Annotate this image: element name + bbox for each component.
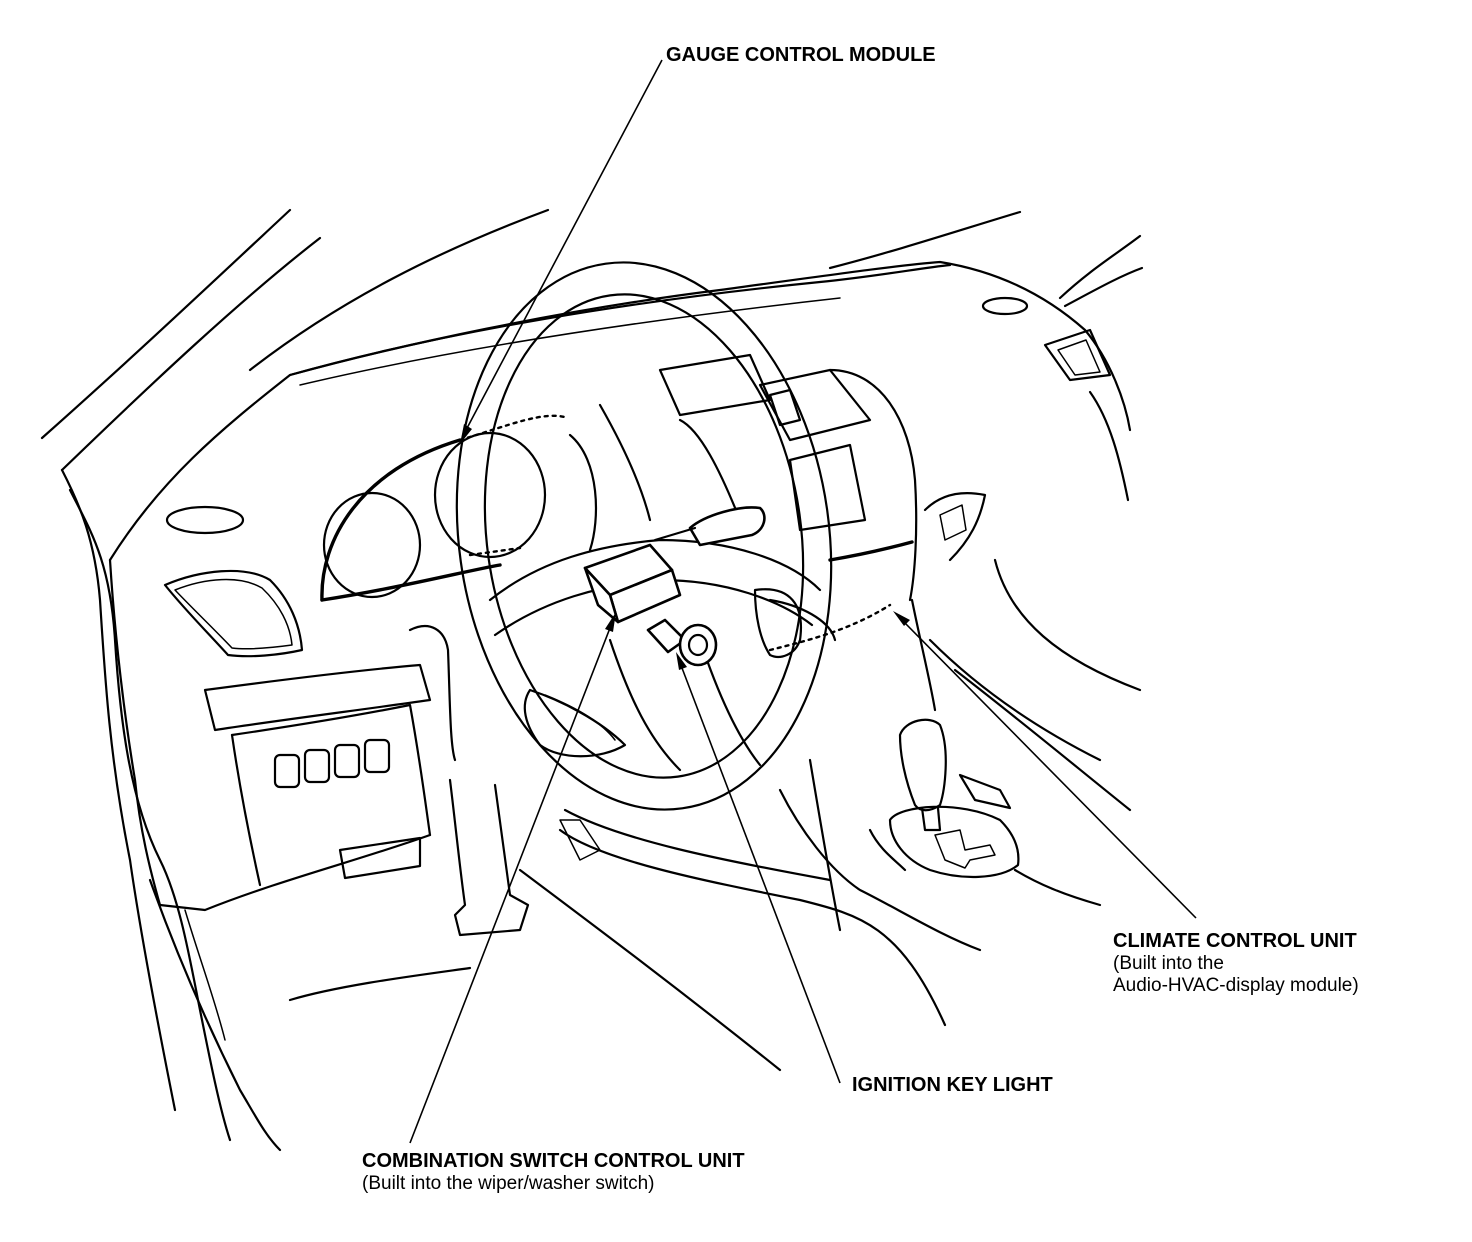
gauge-cluster: [320, 414, 598, 602]
leader-lines: [409, 59, 1197, 1144]
center-console: [598, 353, 1142, 812]
label-climate-control-unit-title: CLIMATE CONTROL UNIT: [1113, 930, 1357, 952]
label-gauge-control-module-title: GAUGE CONTROL MODULE: [666, 44, 936, 66]
label-climate-control-unit: CLIMATE CONTROL UNIT (Built into the Aud…: [1113, 930, 1359, 997]
ignition-cylinder: [646, 618, 718, 667]
label-combination-switch-title: COMBINATION SWITCH CONTROL UNIT: [362, 1150, 745, 1172]
shifter: [778, 718, 1102, 952]
windshield-pillar-lines: [40, 208, 1144, 472]
left-door-frame: [60, 468, 282, 1152]
label-gauge-control-module: GAUGE CONTROL MODULE: [666, 44, 936, 67]
label-ignition-key-light-title: IGNITION KEY LIGHT: [852, 1074, 1053, 1096]
label-climate-control-unit-note-2: Audio-HVAC-display module): [1113, 974, 1359, 996]
label-climate-control-unit-note-1: (Built into the: [1113, 953, 1224, 974]
dashboard-left: [108, 558, 457, 912]
footwell: [288, 778, 782, 1072]
label-combination-switch-control-unit: COMBINATION SWITCH CONTROL UNIT (Built i…: [362, 1150, 745, 1195]
switch-bank: [273, 738, 391, 789]
label-combination-switch-note: (Built into the wiper/washer switch): [362, 1173, 655, 1194]
dashboard-top: [108, 260, 1132, 562]
combination-switch: [583, 506, 766, 624]
label-ignition-key-light: IGNITION KEY LIGHT: [852, 1074, 1053, 1097]
